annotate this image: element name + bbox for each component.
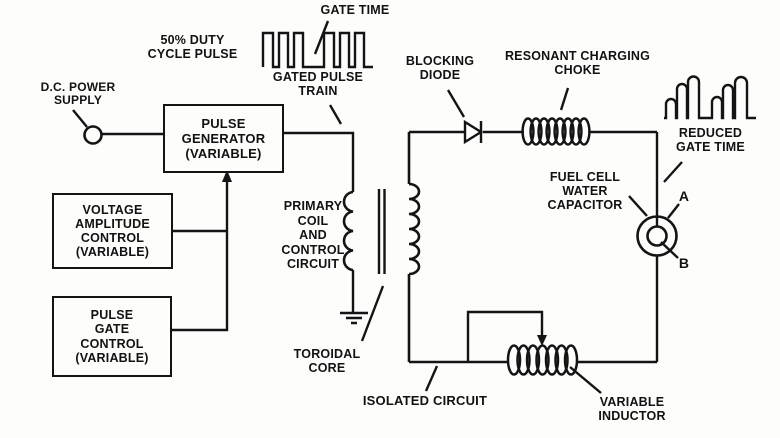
isolated-circuit-pointer-line	[424, 365, 439, 392]
blocking-diode-symbol	[463, 119, 484, 145]
toroidal-core-label: TOROIDAL CORE	[287, 347, 367, 375]
gate-time-pointer-line	[313, 20, 330, 55]
gated-pulse-train-pointer-line	[328, 104, 343, 125]
fuel-cell-line: FUEL CELL	[549, 170, 621, 184]
toroidal-core-pointer-line	[360, 285, 385, 342]
variable-inductor-line: INDUCTOR	[598, 409, 666, 423]
variable-inductor-symbol	[506, 344, 579, 376]
pulse-gate-line: GATE	[94, 322, 130, 336]
inductor-tap-arrow	[466, 310, 547, 362]
reduced-gate-time-waveform	[664, 75, 756, 120]
terminal-b-label: B	[678, 255, 690, 271]
fuel-cell-line: CAPACITOR	[547, 198, 623, 212]
blocking-diode-line: DIODE	[419, 68, 461, 82]
voltage-amplitude-line: AMPLITUDE	[75, 216, 150, 231]
duty-cycle-line: 50% DUTY	[160, 33, 225, 47]
terminal-a-pointer-line	[667, 203, 680, 219]
isolated-circuit-label: ISOLATED CIRCUIT	[362, 393, 488, 408]
dc-supply-pointer-line	[72, 109, 88, 128]
fuel-cell-line: WATER	[562, 184, 608, 198]
variable-inductor-line: VARIABLE	[599, 395, 665, 409]
duty-cycle-line: CYCLE PULSE	[147, 47, 238, 61]
dc-power-supply-label: D.C. POWER SUPPLY	[28, 81, 128, 107]
gated-pulse-train-line: GATED PULSE	[272, 70, 364, 84]
primary-coil-symbol	[342, 190, 354, 272]
control-arrowhead	[222, 170, 232, 182]
pulse-gate-line: PULSE	[90, 307, 134, 322]
voltage-amplitude-line: (VARIABLE)	[75, 245, 150, 260]
gate-time-label: GATE TIME	[320, 3, 390, 17]
fuel-cell-capacitor-label: FUEL CELL WATER CAPACITOR	[535, 170, 635, 212]
reduced-gate-time-line: GATE TIME	[676, 140, 745, 154]
pulse-generator-line: (VARIABLE)	[185, 146, 262, 161]
resonant-choke-label: RESONANT CHARGING CHOKE	[490, 49, 665, 77]
voltage-amplitude-line: CONTROL	[80, 231, 145, 245]
toroidal-core-line: CORE	[308, 361, 346, 375]
primary-coil-line: PRIMARY	[283, 199, 343, 213]
primary-coil-line: AND	[299, 228, 327, 243]
pulse-generator-line: GENERATOR	[181, 131, 266, 146]
voltage-amplitude-control-box: VOLTAGE AMPLITUDE CONTROL (VARIABLE)	[52, 193, 173, 269]
resonant-choke-pointer-line	[559, 87, 570, 111]
blocking-diode-pointer-line	[446, 89, 466, 118]
primary-coil-label: PRIMARY COIL AND CONTROL CIRCUIT	[273, 199, 353, 272]
dc-supply-terminal-symbol	[72, 109, 163, 145]
reduced-gate-time-line: REDUCED	[678, 126, 743, 140]
resonant-choke-line: RESONANT CHARGING	[504, 49, 651, 63]
toroidal-core-line: TOROIDAL	[293, 347, 361, 361]
primary-coil-line: COIL	[297, 213, 329, 228]
reduced-gate-time-pointer-line	[663, 161, 683, 183]
variable-inductor-pointer-line	[569, 366, 602, 394]
fuel-cell-pointer-line	[628, 195, 648, 217]
secondary-coil-symbol	[407, 132, 421, 362]
ground-symbol	[340, 270, 368, 325]
pulse-generator-box: PULSE GENERATOR (VARIABLE)	[163, 104, 284, 173]
control-wires	[168, 170, 232, 332]
dc-power-line: D.C. POWER	[40, 80, 116, 94]
reduced-gate-time-label: REDUCED GATE TIME	[663, 126, 758, 154]
wire-generator-to-primary	[280, 131, 355, 192]
gated-pulse-train-label: GATED PULSE TRAIN	[258, 70, 378, 98]
pulse-gate-line: CONTROL	[80, 336, 144, 351]
transformer-symbol	[342, 132, 421, 362]
pulse-gate-line: (VARIABLE)	[75, 351, 149, 365]
primary-coil-line: CIRCUIT	[286, 257, 340, 272]
gated-pulse-train-waveform	[261, 31, 373, 69]
dc-power-line: SUPPLY	[53, 93, 103, 107]
pulse-generator-line: PULSE	[201, 116, 246, 131]
blocking-diode-label: BLOCKING DIODE	[395, 54, 485, 82]
gated-pulse-train-line: TRAIN	[298, 84, 338, 98]
pulse-gate-control-box: PULSE GATE CONTROL (VARIABLE)	[52, 296, 172, 377]
toroidal-core-lines	[377, 189, 386, 274]
voltage-amplitude-line: VOLTAGE	[82, 202, 143, 217]
duty-cycle-label: 50% DUTY CYCLE PULSE	[130, 33, 255, 61]
resonant-choke-line: CHOKE	[554, 63, 601, 77]
terminal-a-label: A	[678, 188, 690, 204]
variable-inductor-label: VARIABLE INDUCTOR	[592, 395, 672, 423]
resonant-choke-symbol	[521, 117, 591, 146]
primary-coil-line: CONTROL	[281, 242, 345, 257]
blocking-diode-line: BLOCKING	[405, 54, 475, 68]
terminal-b-pointer-line	[660, 241, 679, 259]
